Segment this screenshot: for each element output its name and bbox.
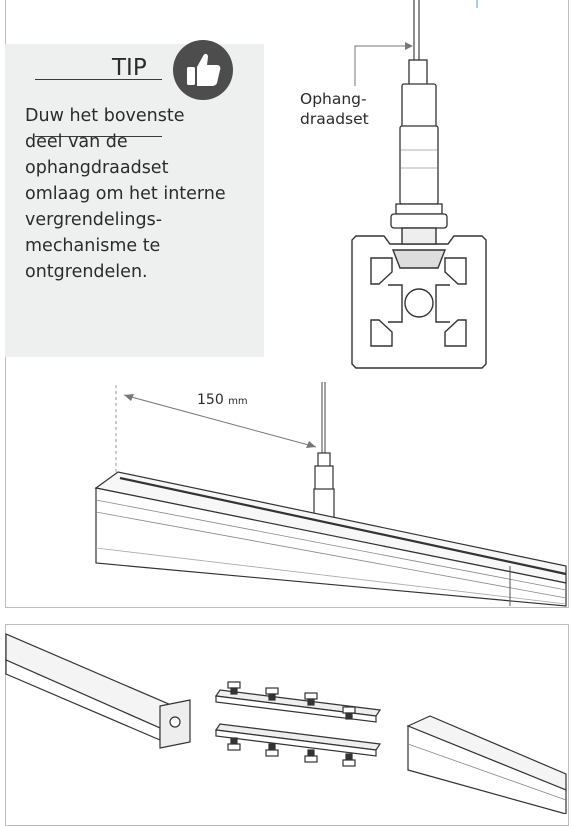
connector-bolts-top (227, 681, 356, 720)
suspension-wire (413, 0, 420, 60)
tip-rule-top (35, 79, 162, 80)
wire-set-leader-arrow (354, 42, 413, 86)
tip-line: vergrendelings- (25, 210, 163, 230)
connector-plate-top (214, 689, 382, 723)
tip-line: ontgrendelen. (25, 262, 148, 282)
tip-line: deel van de (25, 132, 128, 152)
profile-cross-section (351, 227, 487, 369)
bottom-illustration-panel (5, 624, 569, 826)
profile-left-end (5, 633, 191, 749)
distance-unit: mm (228, 396, 248, 407)
tip-rule-bottom (35, 136, 162, 137)
distance-label: 150 mm (197, 392, 248, 408)
tip-line: ophangdraadset (25, 158, 169, 178)
wire-set-gripper (390, 59, 448, 229)
thumbs-up-icon (173, 40, 233, 100)
tip-line: Duw het bovenste (25, 106, 185, 126)
rail-profile-long (94, 471, 567, 607)
tip-line: mechanisme te (25, 236, 161, 256)
tip-text: Duw het bovenste deel van de ophangdraad… (25, 103, 260, 285)
wire-set-label-line: Ophang- (300, 90, 367, 108)
connector-plate-bottom (214, 723, 382, 757)
connector-bolts-bottom (227, 737, 356, 767)
tip-box (5, 44, 264, 357)
lower-wire (321, 382, 326, 455)
wire-set-label-line: draadset (300, 110, 369, 128)
tip-title: TIP (112, 55, 147, 81)
distance-value: 150 (197, 392, 224, 408)
tip-line: omlaag om het interne (25, 184, 226, 204)
wire-set-label: Ophang- draadset (300, 89, 369, 129)
profile-right-end (406, 715, 567, 814)
